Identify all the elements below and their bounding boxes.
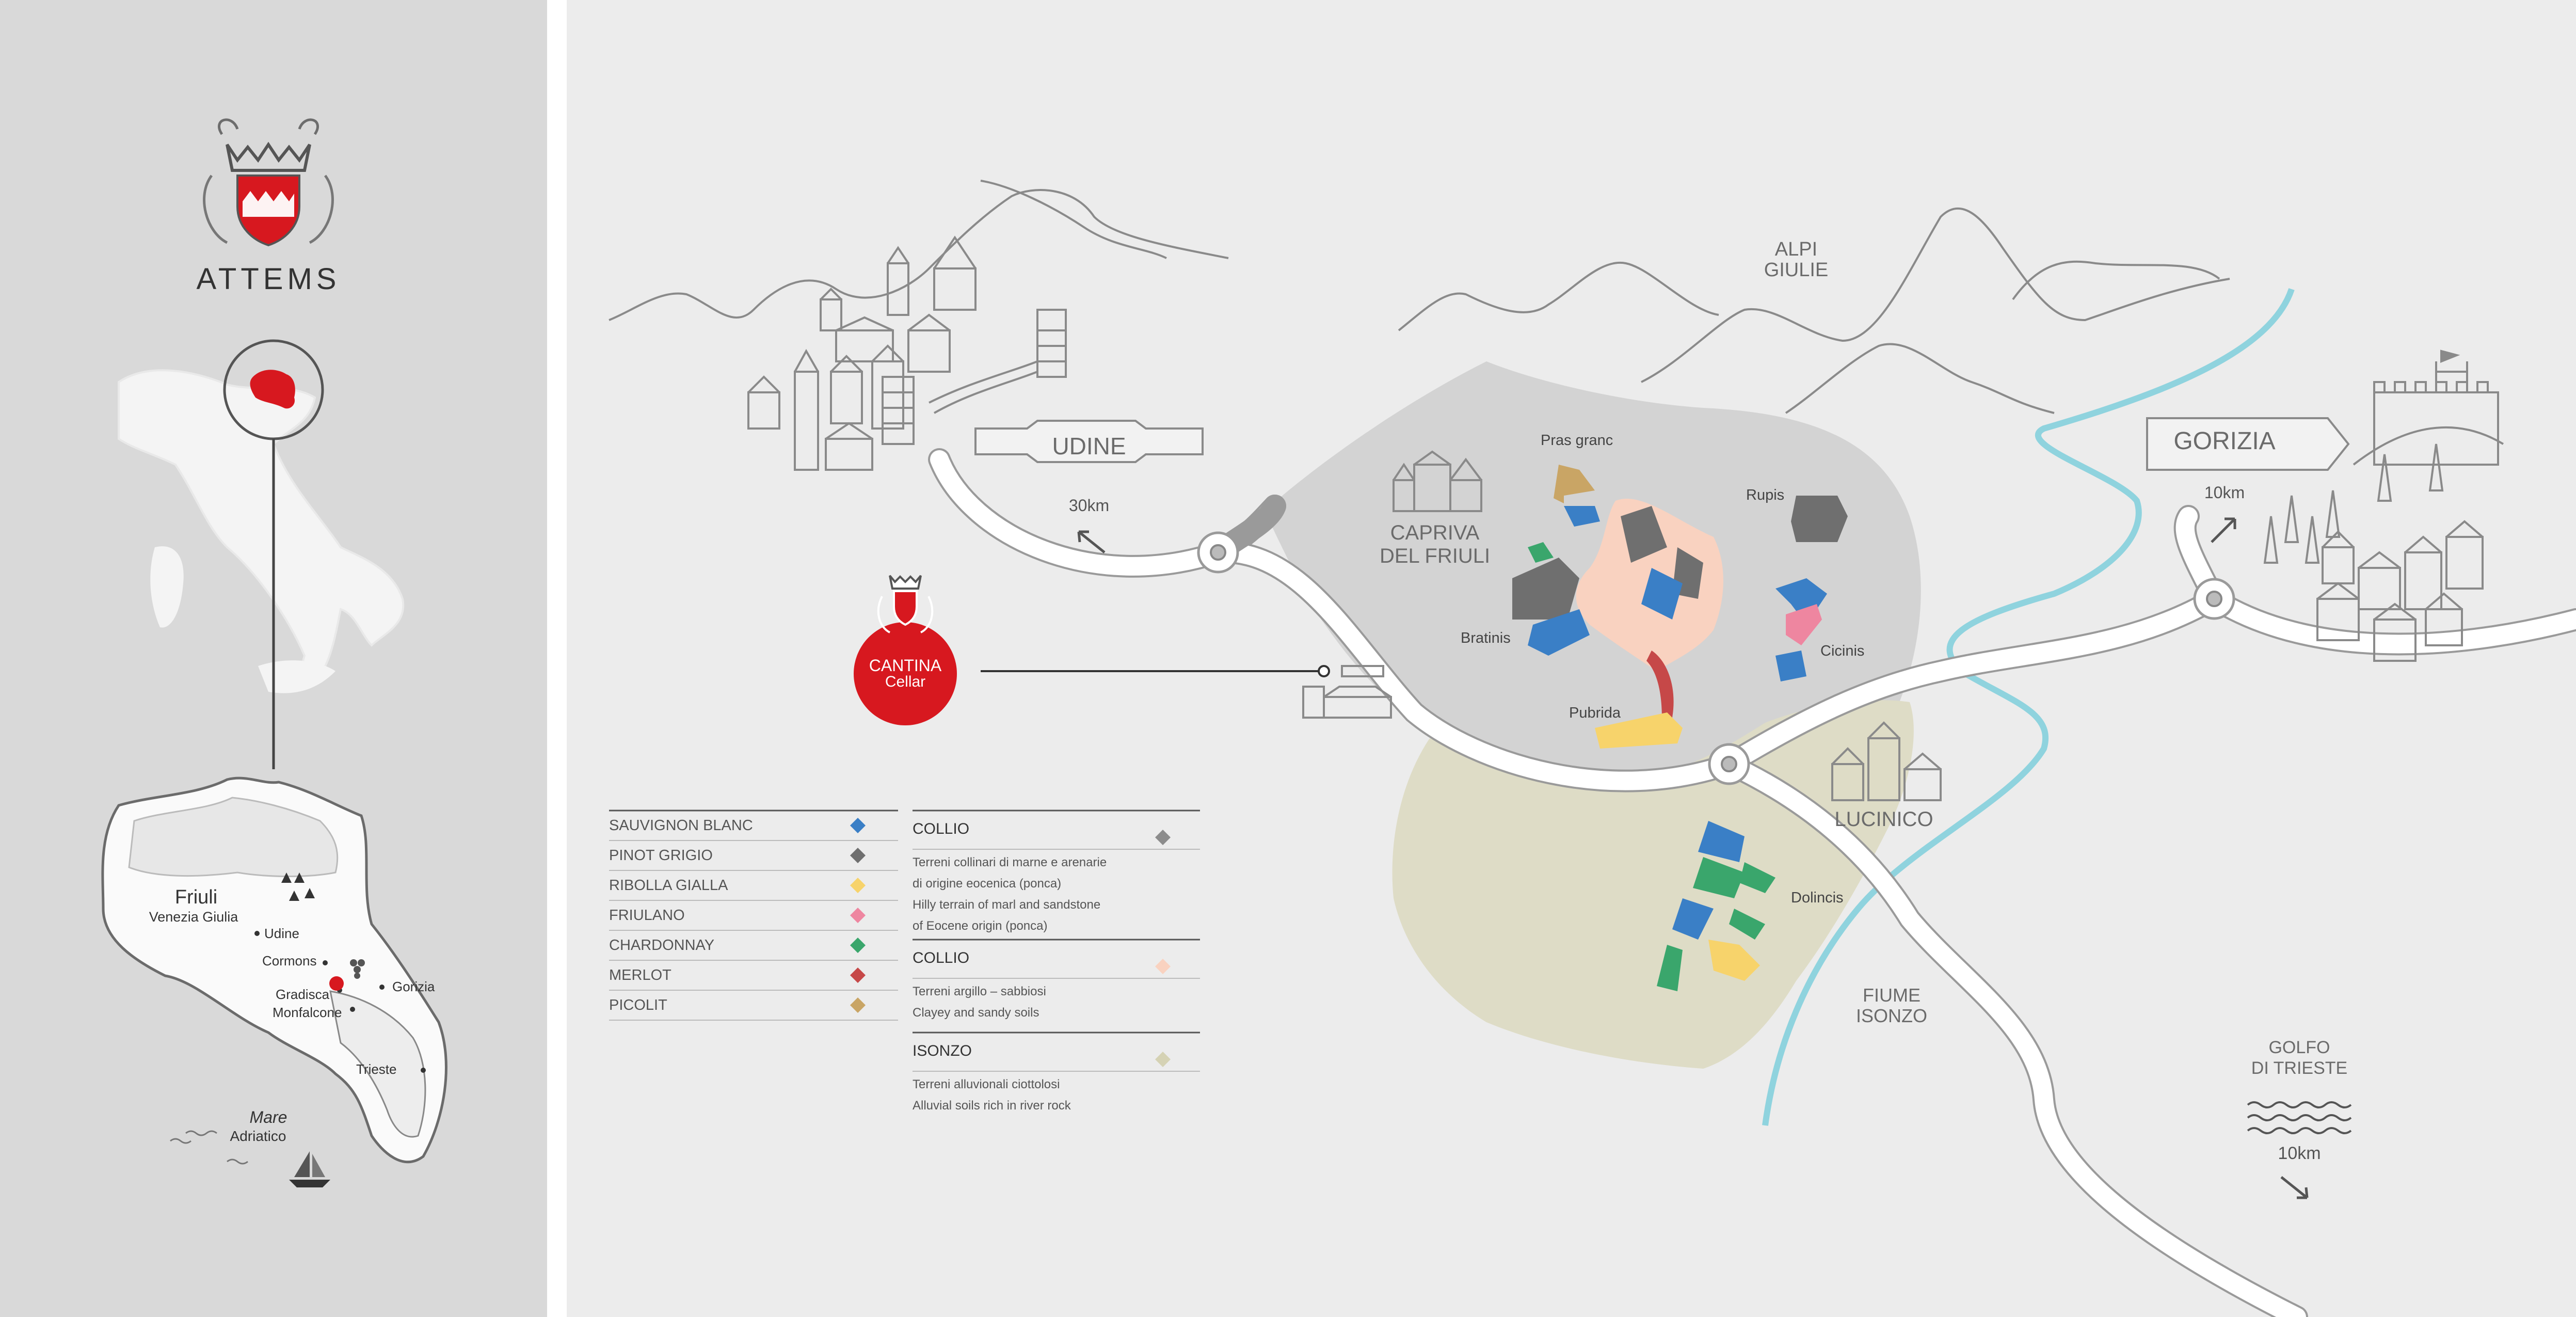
road-network — [928, 448, 2576, 1317]
legend-soil-title: COLLIO — [913, 820, 969, 837]
river-label-line1: FIUME — [1863, 985, 1921, 1006]
capriva-label-line2: DEL FRIULI — [1380, 545, 1490, 567]
legend-variety-swatch-icon — [850, 878, 866, 893]
region-subname: Venezia Giulia — [149, 909, 239, 925]
region-name: Friuli — [175, 886, 217, 908]
roundabouts — [1197, 531, 2235, 785]
legend-variety-label: PINOT GRIGIO — [609, 847, 713, 864]
city-gradisca: Gradisca — [276, 987, 330, 1002]
attems-logo-crest-icon — [203, 118, 334, 247]
river-isonzo — [1762, 288, 2295, 1126]
alps-label-line1: ALPI — [1775, 239, 1817, 260]
gorizia-sign: GORIZIA 10km — [2146, 417, 2350, 543]
vineyard-parcels — [1512, 465, 1848, 991]
panel-divider — [547, 0, 567, 1317]
arrow-down-right-icon — [2280, 1176, 2309, 1199]
legend-soil-description: of Eocene origin (ponca) — [913, 919, 1048, 933]
sea-subname: Adriatico — [230, 1128, 286, 1144]
legend-variety-label: PICOLIT — [609, 997, 667, 1013]
gorizia-label: GORIZIA — [2173, 427, 2275, 455]
city-udine: Udine — [264, 926, 299, 941]
vineyard-pras-granc — [1554, 465, 1595, 503]
legend-variety-swatch-icon — [850, 967, 866, 983]
vineyard-label-bratinis: Bratinis — [1461, 630, 1511, 646]
vineyard-label-cicinis: Cicinis — [1820, 643, 1864, 659]
legend-soil-title: COLLIO — [913, 949, 969, 966]
city-cormons: Cormons — [262, 953, 316, 969]
capriva-label-line1: CAPRIVA — [1390, 521, 1480, 544]
legend-soil-description: Hilly terrain of marl and sandstone — [913, 898, 1100, 912]
legend-variety-swatch-icon — [850, 938, 866, 953]
legend-variety-label: CHARDONNAY — [609, 937, 714, 954]
legend-soil-description: Clayey and sandy soils — [913, 1006, 1039, 1020]
legend-soil-description: Terreni alluvionali ciottolosi — [913, 1077, 1060, 1091]
grapes-icon — [350, 959, 365, 979]
lucinico-label: LUCINICO — [1834, 808, 1933, 831]
legend-soil-description: di origine eocenica (ponca) — [913, 877, 1061, 891]
city-monfalcone: Monfalcone — [273, 1005, 342, 1020]
legend-soil-swatch-icon — [1155, 959, 1171, 974]
italy-map-silhouette — [118, 369, 405, 684]
friuli-detail-map: Friuli Venezia Giulia Udine Cormons Gori… — [101, 776, 447, 1187]
legend-variety-label: SAUVIGNON BLANC — [609, 817, 753, 834]
legend-variety-label: MERLOT — [609, 967, 671, 983]
gulf-label-line2: DI TRIESTE — [2251, 1058, 2347, 1078]
vineyard-label-dolincis: Dolincis — [1791, 890, 1844, 906]
legend-variety-swatch-icon — [850, 908, 866, 923]
cellar-label: CANTINA — [869, 656, 942, 675]
sailboat-icon — [289, 1151, 330, 1187]
alps-label-line2: GIULIE — [1764, 259, 1829, 281]
legend-variety-swatch-icon — [850, 818, 866, 833]
sicily-silhouette — [258, 660, 335, 693]
legend-soil-description: Terreni argillo – sabbiosi — [913, 985, 1046, 998]
sea-name: Mare — [250, 1108, 287, 1126]
legend-soil-description: Terreni collinari di marne e arenarie — [913, 855, 1107, 869]
city-trieste: Trieste — [356, 1061, 397, 1077]
attems-crest-icon — [877, 575, 934, 633]
legend-variety-label: FRIULANO — [609, 907, 685, 924]
vineyard-label-pras-granc: Pras granc — [1541, 432, 1613, 449]
gulf-distance: 10km — [2278, 1144, 2321, 1163]
udine-town-sketch — [747, 235, 1067, 471]
legend-soil-swatch-icon — [1155, 830, 1171, 845]
cellar-sublabel: Cellar — [885, 673, 925, 690]
legend-variety-label: RIBOLLA GIALLA — [609, 877, 728, 894]
brand-name: ATTEMS — [197, 262, 341, 296]
cellar-building-sketch — [1302, 665, 1392, 719]
legend-variety-swatch-icon — [850, 997, 866, 1013]
vineyard-rupis — [1791, 496, 1848, 542]
mountains-sketch — [609, 180, 2230, 414]
sidebar-graphics: ATTEMS Friuli Venezia Giulia Udine Cormo… — [101, 118, 447, 1187]
capriva-town-sketch — [1393, 450, 1482, 512]
arrow-up-right-icon — [2211, 517, 2236, 543]
udine-label: UDINE — [1052, 433, 1126, 459]
attems-location-marker — [329, 976, 344, 991]
gorizia-town-sketch — [2263, 350, 2504, 662]
vineyard-label-pubrida: Pubrida — [1569, 705, 1621, 721]
udine-sign: UDINE 30km — [974, 420, 1204, 553]
map-graphics: UDINE 30km GORIZIA 10km CANTINA Cellar A — [609, 180, 2576, 1317]
sardinia-silhouette — [150, 546, 184, 628]
vineyard-pubrida-merlot — [1646, 650, 1674, 718]
sea-waves-icon — [170, 1130, 248, 1165]
trees-icon — [281, 872, 315, 901]
cellar-marker: CANTINA Cellar — [854, 575, 1330, 725]
friuli-region-highlight — [250, 370, 295, 409]
legend-variety-swatch-icon — [850, 848, 866, 863]
legend-soil-swatch-icon — [1155, 1052, 1171, 1067]
udine-distance: 30km — [1069, 496, 1109, 515]
vineyard-label-rupis: Rupis — [1746, 487, 1784, 503]
river-label-line2: ISONZO — [1856, 1005, 1927, 1026]
gorizia-distance: 10km — [2204, 483, 2245, 502]
city-gorizia: Gorizia — [392, 979, 435, 994]
lucinico-town-sketch — [1831, 721, 1942, 801]
arrow-up-left-icon — [1077, 530, 1106, 553]
legend: SAUVIGNON BLANC PINOT GRIGIO RIBOLLA GIALL… — [609, 810, 1200, 1113]
gulf-waves-icon — [2247, 1101, 2352, 1134]
legend-soil-description: Alluvial soils rich in river rock — [913, 1099, 1071, 1113]
vineyard-dolincis-chardonnay — [1657, 945, 1683, 991]
legend-soil-title: ISONZO — [913, 1042, 972, 1059]
gulf-label-line1: GOLFO — [2268, 1038, 2330, 1057]
